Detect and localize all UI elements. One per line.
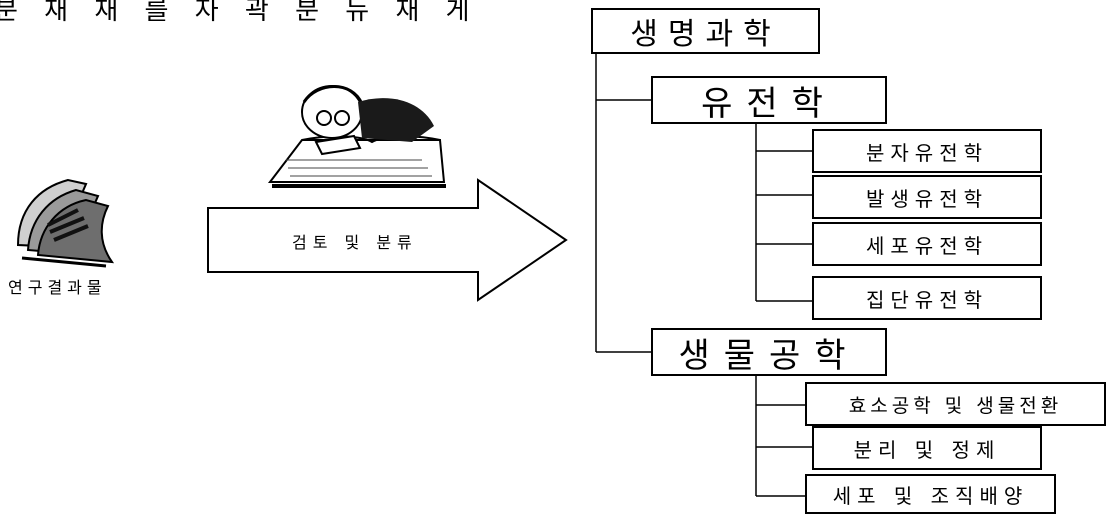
newspaper-stack-icon — [16, 178, 115, 268]
node-cell-genetics: 세포유전학 — [812, 222, 1042, 266]
process-arrow — [207, 178, 568, 302]
node-biotechnology: 생물공학 — [651, 328, 887, 376]
node-genetics: 유전학 — [651, 76, 887, 124]
node-population-genetics: 집단유전학 — [812, 276, 1042, 320]
source-label: 연구결과물 — [8, 278, 107, 297]
node-developmental-genetics: 발생유전학 — [812, 175, 1042, 219]
node-enzyme-engineering: 효소공학 및 생물전환 — [805, 382, 1106, 426]
arrow-label: 검토 및 분류 — [292, 233, 418, 252]
node-separation-purification: 분리 및 정제 — [812, 426, 1042, 470]
page-heading: 분 재 재 를 자 곽 분 뉴 재 게 — [0, 0, 479, 26]
node-root: 생명과학 — [591, 8, 820, 54]
person-reading-book-icon — [267, 85, 446, 188]
node-molecular-genetics: 분자유전학 — [812, 129, 1042, 173]
node-cell-tissue-culture: 세포 및 조직배양 — [805, 474, 1056, 514]
